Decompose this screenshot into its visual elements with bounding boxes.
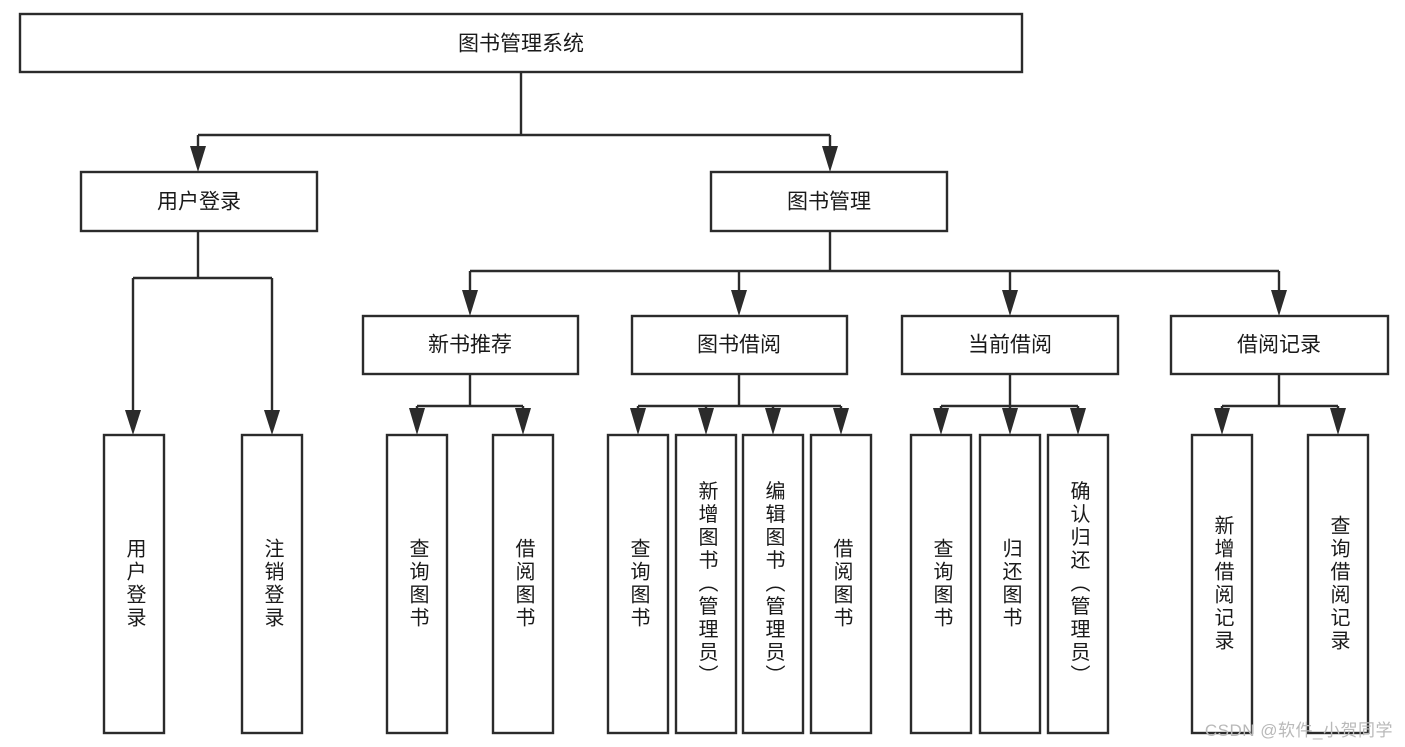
leaf-node-confirm-return[interactable]: 确认归还（管理员）	[1046, 433, 1110, 735]
leaf-node-query-book-borrow-label: 查询图书	[627, 538, 650, 630]
node-book-manage-box[interactable]	[709, 170, 949, 233]
arrow-head-leaf-return-book	[1002, 408, 1018, 435]
node-borrow-record-box[interactable]	[1169, 314, 1390, 376]
node-borrow-record[interactable]: 借阅记录	[1169, 314, 1390, 376]
node-root-system[interactable]: 图书管理系统	[18, 12, 1024, 74]
node-root-system-box[interactable]	[18, 12, 1024, 74]
arrow-head-leaf-query-book-3	[933, 408, 949, 435]
leaf-node-query-book-recommend[interactable]: 查询图书	[385, 433, 449, 735]
leaf-node-edit-book-label: 编辑图书（管理员）	[762, 480, 785, 687]
leaf-node-query-book-current-label: 查询图书	[930, 538, 953, 630]
connector-group-root	[190, 72, 838, 172]
connector-group-borrow-record	[1214, 374, 1346, 435]
node-user-login-label: 用户登录	[157, 191, 241, 214]
node-root-system-label: 图书管理系统	[458, 33, 584, 56]
connector-group-new-book-recommend	[409, 374, 531, 435]
leaf-node-query-book-borrow-box[interactable]	[606, 433, 670, 735]
connector-group-book-borrow	[630, 374, 849, 435]
node-current-borrow-label: 当前借阅	[968, 334, 1052, 357]
leaf-node-borrow-book-box[interactable]	[809, 433, 873, 735]
leaf-node-edit-book[interactable]: 编辑图书（管理员）	[741, 433, 805, 735]
leaf-node-query-book-recommend-label: 查询图书	[406, 538, 429, 630]
leaf-node-confirm-return-label: 确认归还（管理员）	[1067, 480, 1090, 687]
node-current-borrow[interactable]: 当前借阅	[900, 314, 1120, 376]
leaf-node-query-borrow-record-box[interactable]	[1306, 433, 1370, 735]
node-borrow-record-label: 借阅记录	[1237, 334, 1321, 357]
node-current-borrow-box[interactable]	[900, 314, 1120, 376]
leaf-node-add-book-box[interactable]	[674, 433, 738, 735]
leaf-node-query-book-borrow[interactable]: 查询图书	[606, 433, 670, 735]
leaf-node-add-borrow-record[interactable]: 新增借阅记录	[1190, 433, 1254, 735]
node-book-borrow-box[interactable]	[630, 314, 849, 376]
connector-group-book-manage	[462, 231, 1287, 316]
leaf-node-add-borrow-record-label: 新增借阅记录	[1211, 515, 1234, 653]
arrow-head-leaf-add-book	[698, 408, 714, 435]
arrow-head-leaf-query-book-1	[409, 408, 425, 435]
leaf-node-return-book[interactable]: 归还图书	[978, 433, 1042, 735]
leaf-node-borrow-book-label: 借阅图书	[830, 538, 853, 630]
leaf-node-return-book-box[interactable]	[978, 433, 1042, 735]
leaf-node-user-login-label: 用户登录	[123, 538, 146, 630]
connector-group-current-borrow	[933, 374, 1086, 435]
node-new-book-recommend[interactable]: 新书推荐	[361, 314, 580, 376]
node-user-login[interactable]: 用户登录	[79, 170, 319, 233]
leaf-node-confirm-return-box[interactable]	[1046, 433, 1110, 735]
arrow-head-leaf-confirm-return	[1070, 408, 1086, 435]
connector-group-user-login	[125, 231, 280, 435]
node-book-manage[interactable]: 图书管理	[709, 170, 949, 233]
leaf-node-borrow-book-recommend[interactable]: 借阅图书	[491, 433, 555, 735]
arrow-head-leaf-user-login	[125, 410, 141, 435]
leaf-node-query-borrow-record[interactable]: 查询借阅记录	[1306, 433, 1370, 735]
leaf-node-borrow-book-recommend-box[interactable]	[491, 433, 555, 735]
leaf-node-logout[interactable]: 注销登录	[240, 433, 304, 735]
arrow-head-book-borrow	[731, 290, 747, 316]
leaf-node-user-login-box[interactable]	[102, 433, 166, 735]
arrow-head-leaf-query-book-2	[630, 408, 646, 435]
node-book-borrow[interactable]: 图书借阅	[630, 314, 849, 376]
leaf-node-return-book-label: 归还图书	[999, 538, 1022, 630]
node-new-book-recommend-box[interactable]	[361, 314, 580, 376]
leaf-node-add-book-label: 新增图书（管理员）	[695, 480, 718, 687]
leaf-node-query-borrow-record-label: 查询借阅记录	[1327, 515, 1350, 653]
arrow-head-leaf-borrow-book-1	[515, 408, 531, 435]
leaf-node-query-book-current-box[interactable]	[909, 433, 973, 735]
leaf-node-query-book-recommend-box[interactable]	[385, 433, 449, 735]
leaf-node-borrow-book[interactable]: 借阅图书	[809, 433, 873, 735]
leaf-node-add-borrow-record-box[interactable]	[1190, 433, 1254, 735]
node-book-manage-label: 图书管理	[787, 191, 871, 214]
node-book-borrow-label: 图书借阅	[697, 334, 781, 357]
leaf-node-user-login[interactable]: 用户登录	[102, 433, 166, 735]
node-new-book-recommend-label: 新书推荐	[428, 334, 512, 357]
leaf-node-logout-label: 注销登录	[261, 538, 284, 630]
arrow-head-leaf-query-record	[1330, 408, 1346, 435]
arrow-head-leaf-edit-book	[765, 408, 781, 435]
leaf-node-query-book-current[interactable]: 查询图书	[909, 433, 973, 735]
arrow-head-book-manage	[822, 146, 838, 172]
arrow-head-borrow-record	[1271, 290, 1287, 316]
leaf-node-borrow-book-recommend-label: 借阅图书	[512, 538, 535, 630]
arrow-head-user-login	[190, 146, 206, 172]
arrow-head-leaf-add-record	[1214, 408, 1230, 435]
leaf-node-logout-box[interactable]	[240, 433, 304, 735]
arrow-head-current-borrow	[1002, 290, 1018, 316]
leaf-node-add-book[interactable]: 新增图书（管理员）	[674, 433, 738, 735]
arrow-head-leaf-borrow-book-2	[833, 408, 849, 435]
node-user-login-box[interactable]	[79, 170, 319, 233]
arrow-head-leaf-logout	[264, 410, 280, 435]
arrow-head-new-book-recommend	[462, 290, 478, 316]
leaf-node-edit-book-box[interactable]	[741, 433, 805, 735]
